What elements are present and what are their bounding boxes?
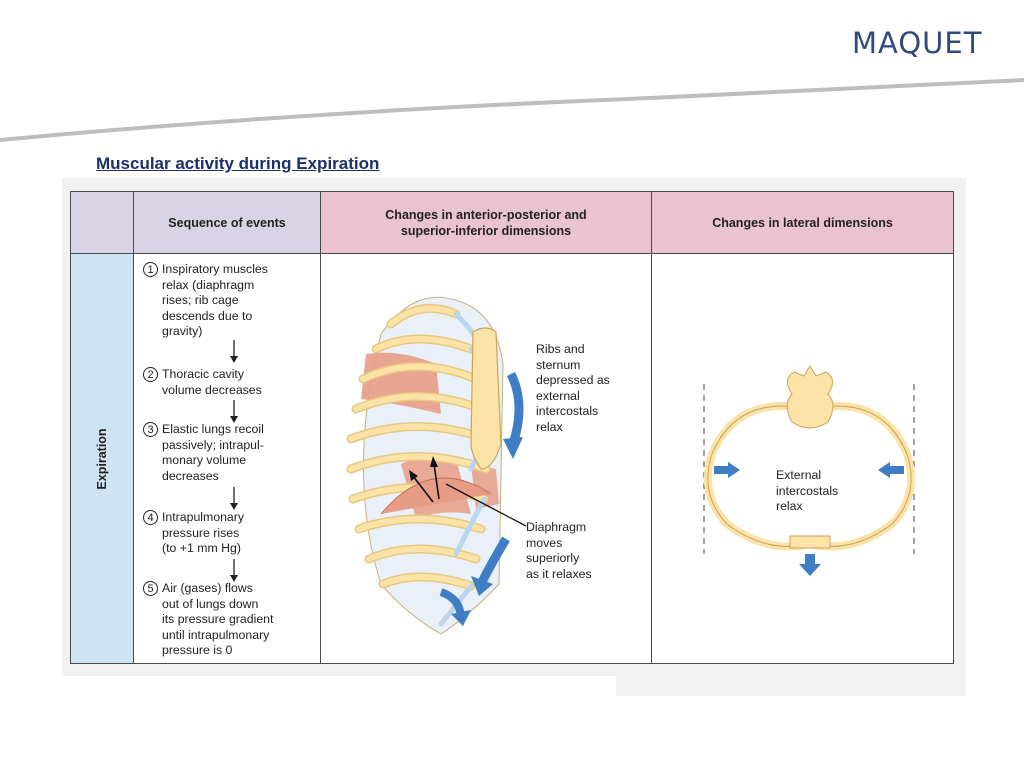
step-4: 4 Intrapulmonary pressure rises (to +1 m…: [143, 510, 245, 557]
step-4-number: 4: [143, 510, 158, 525]
header-ap-si-text: Changes in anterior-posterior and superi…: [385, 207, 587, 238]
step-1: 1 Inspiratory muscles relax (diaphragm r…: [143, 262, 268, 340]
ap-si-cell: Ribs and sternum depressed as external i…: [320, 253, 652, 664]
step-4-text: Intrapulmonary pressure rises (to +1 mm …: [162, 510, 245, 555]
down-arrow-icon: [230, 340, 238, 363]
step-3-text: Elastic lungs recoil passively; intrapul…: [162, 422, 264, 483]
header-swoosh-line: [0, 78, 1024, 142]
down-arrow-icon: [799, 564, 821, 576]
step-3-number: 3: [143, 422, 158, 437]
expiration-table: Sequence of events Changes in anterior-p…: [70, 191, 954, 664]
diaphragm-label: Diaphragm moves superiorly as it relaxes: [526, 520, 592, 581]
header-lateral: Changes in lateral dimensions: [651, 191, 954, 254]
rib-cage-illustration: [346, 296, 527, 635]
step-5: 5 Air (gases) flows out of lungs down it…: [143, 581, 274, 659]
down-arrow-icon: [230, 559, 238, 582]
lateral-cell: External intercostals relax: [651, 253, 954, 664]
down-arrow-icon: [471, 576, 493, 596]
down-arrow-icon: [503, 437, 523, 459]
step-2-text: Thoracic cavity volume decreases: [162, 367, 262, 397]
step-5-number: 5: [143, 581, 158, 596]
sequence-cell: 1 Inspiratory muscles relax (diaphragm r…: [133, 253, 321, 664]
row-label-expiration: Expiration: [95, 427, 109, 490]
row-label-cell: Expiration: [70, 253, 134, 664]
step-5-text: Air (gases) flows out of lungs down its …: [162, 581, 274, 657]
ribs-sternum-label: Ribs and sternum depressed as external i…: [536, 342, 610, 434]
maquet-logo: MAQUET: [852, 26, 983, 60]
header-sequence: Sequence of events: [133, 191, 321, 254]
step-1-text: Inspiratory muscles relax (diaphragm ris…: [162, 262, 268, 338]
step-2-number: 2: [143, 367, 158, 382]
down-arrow-icon: [451, 610, 471, 626]
header-ap-si: Changes in anterior-posterior and superi…: [320, 191, 652, 254]
page-title: Muscular activity during Expiration: [96, 154, 380, 173]
vertebra: [786, 365, 834, 429]
step-3: 3 Elastic lungs recoil passively; intrap…: [143, 422, 264, 484]
header-corner: [70, 191, 134, 254]
down-arrow-icon: [230, 487, 238, 510]
lateral-cross-section-illustration: [703, 365, 916, 576]
right-arrow-icon: [728, 462, 740, 478]
down-arrow-icon: [230, 400, 238, 423]
left-arrow-icon: [878, 462, 890, 478]
step-2: 2 Thoracic cavity volume decreases: [143, 367, 262, 398]
external-intercostals-label: External intercostals relax: [776, 468, 839, 513]
step-1-number: 1: [143, 262, 158, 277]
